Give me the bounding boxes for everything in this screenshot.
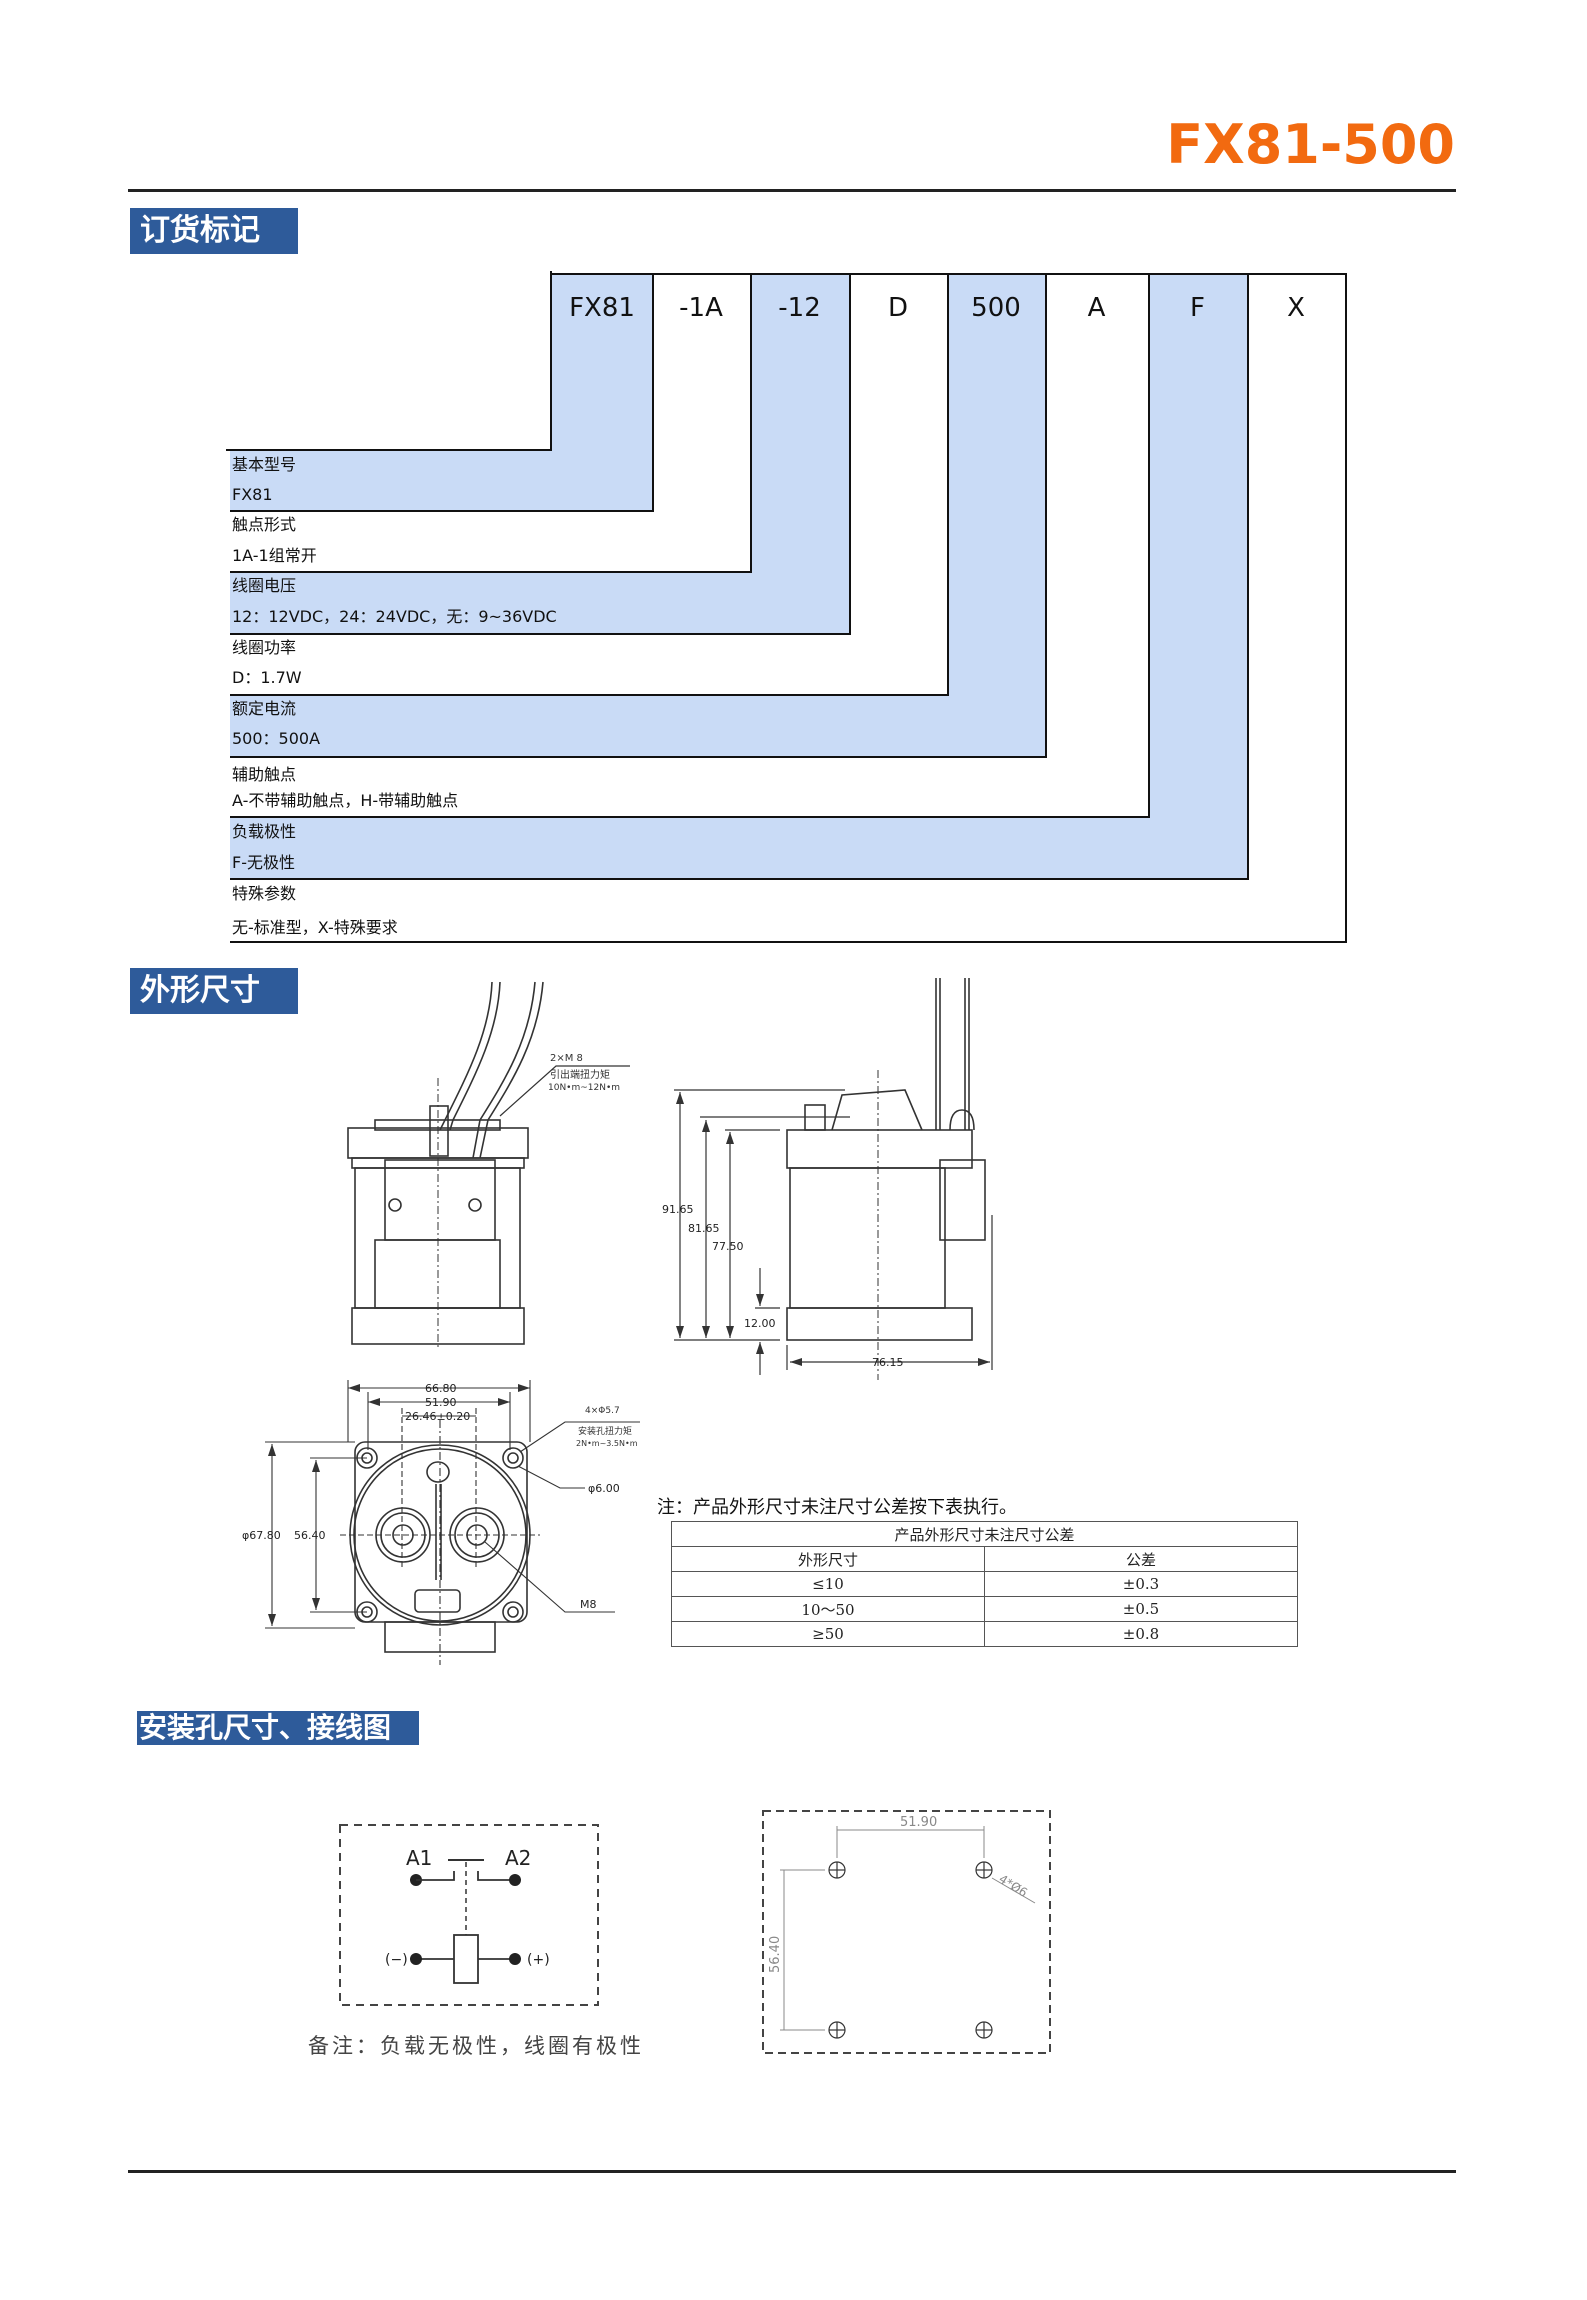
table-row: ≥50 ±0.8: [671, 1621, 1298, 1647]
dim-width: 51.90: [425, 1396, 457, 1409]
mount-hole-dim: 4*Ø6: [996, 1872, 1029, 1900]
field-desc: 500：500A: [232, 729, 321, 748]
terminal-note: 10N•m~12N•m: [548, 1083, 620, 1093]
mount-note: 4×Φ5.7: [585, 1406, 620, 1416]
dim-width: 26.46±0.20: [405, 1410, 470, 1423]
contact-label-a1: A1: [406, 1846, 432, 1870]
table-title: 产品外形尺寸未注尺寸公差: [671, 1521, 1298, 1547]
mount-vertical-dim: 56.40: [768, 1936, 783, 1973]
mount-note: 安装孔扭力矩: [578, 1425, 632, 1437]
dim-height: 77.50: [712, 1240, 744, 1253]
field-title: 辅助触点: [232, 765, 297, 784]
section-mounting-heading: 安装孔尺寸、接线图: [137, 1711, 419, 1745]
coil-negative-label: (−): [385, 1952, 408, 1968]
coil-positive-label: (+): [527, 1952, 550, 1968]
tolerance-table: 产品外形尺寸未注尺寸公差 外形尺寸 公差 ≤10 ±0.3 10～50 ±0.5…: [671, 1521, 1298, 1647]
wiring-remark: 备注：负载无极性，线圈有极性: [308, 2034, 644, 2058]
field-title: 线圈电压: [232, 576, 297, 595]
terminal-note: 引出端扭力矩: [550, 1068, 610, 1081]
field-title: 线圈功率: [232, 638, 297, 657]
terminal-dot: [410, 1953, 422, 1965]
blank-corner: [226, 271, 552, 451]
code-segment: F: [1190, 293, 1205, 323]
code-segment: -1A: [679, 293, 723, 323]
lead-wire: [472, 981, 536, 1159]
table-row: 外形尺寸 公差: [671, 1546, 1298, 1572]
section-ordering-heading: 订货标记: [130, 208, 298, 254]
header-rule: [128, 189, 1456, 192]
front-view-drawing: 2×M 8 引出端扭力矩 10N•m~12N•m: [347, 981, 630, 1350]
dim-thread: M8: [580, 1598, 597, 1611]
code-segment: FX81: [569, 293, 635, 323]
table-cell: ±0.8: [984, 1621, 1298, 1647]
coil-symbol: [453, 1934, 479, 1984]
side-view-drawing: 91.65 81.65 77.50 12.00 76.15: [662, 978, 993, 1380]
dim-width: 66.80: [425, 1382, 457, 1395]
field-title: 额定电流: [232, 699, 297, 718]
mount-note: 2N•m~3.5N•m: [576, 1439, 638, 1448]
field-desc: F-无极性: [232, 853, 295, 872]
terminal-dot: [509, 1874, 521, 1886]
terminal-note: 2×M 8: [550, 1053, 583, 1064]
dim-hole-dia: φ6.00: [588, 1482, 620, 1495]
table-cell: ±0.5: [984, 1596, 1298, 1622]
table-cell: ±0.3: [984, 1571, 1298, 1597]
code-segment: X: [1287, 293, 1305, 323]
footer-rule: [128, 2170, 1456, 2173]
table-row: ≤10 ±0.3: [671, 1571, 1298, 1597]
terminal-dot: [509, 1953, 521, 1965]
field-desc: 1A-1组常开: [232, 546, 317, 565]
dim-height: 81.65: [688, 1222, 720, 1235]
field-desc: A-不带辅助触点，H-带辅助触点: [232, 791, 459, 810]
table-cell: ≤10: [671, 1571, 985, 1597]
table-cell: ≥50: [671, 1621, 985, 1647]
lead-wire: [439, 981, 493, 1131]
section-dimensions-heading: 外形尺寸: [130, 968, 298, 1014]
dim-height: 91.65: [662, 1203, 694, 1216]
contact-label-a2: A2: [505, 1846, 531, 1870]
code-segment: D: [887, 293, 909, 323]
field-desc: D：1.7W: [232, 668, 302, 687]
code-segment: -12: [778, 293, 821, 323]
mounting-hole-diagram: 51.90 56.40 4*Ø6: [762, 1810, 1051, 2054]
wiring-diagram: A1 A2 (−) (+): [339, 1824, 599, 2006]
field-desc: FX81: [232, 485, 273, 504]
field-title: 基本型号: [232, 455, 297, 474]
field-title: 触点形式: [232, 515, 297, 534]
field-desc: 12：12VDC，24：24VDC，无：9~36VDC: [232, 607, 557, 626]
tolerance-note: 注：产品外形尺寸未注尺寸公差按下表执行。: [657, 1497, 1017, 1518]
model-title: FX81-500: [1166, 113, 1455, 176]
dim-width: 76.15: [872, 1356, 904, 1369]
field-title: 负载极性: [232, 822, 297, 841]
mount-horizontal-dim: 51.90: [900, 1815, 937, 1830]
segment-top-border: [552, 273, 1347, 275]
table-row: 产品外形尺寸未注尺寸公差: [671, 1521, 1298, 1547]
table-cell: 10～50: [671, 1596, 985, 1622]
code-segment: A: [1087, 293, 1106, 323]
table-header: 公差: [984, 1546, 1298, 1572]
dim-diameter: φ67.80: [242, 1529, 281, 1542]
field-title: 特殊参数: [232, 884, 297, 903]
field-desc: 无-标准型，X-特殊要求: [232, 918, 398, 937]
table-row: 10～50 ±0.5: [671, 1596, 1298, 1622]
dim-hole-spacing: 56.40: [294, 1529, 326, 1542]
top-view-drawing: 66.80 51.90 26.46±0.20 φ67.80 56.40 4×Φ5…: [242, 1380, 640, 1665]
table-header: 外形尺寸: [671, 1546, 985, 1572]
dim-base-height: 12.00: [744, 1317, 776, 1330]
code-segment: 500: [971, 293, 1021, 323]
